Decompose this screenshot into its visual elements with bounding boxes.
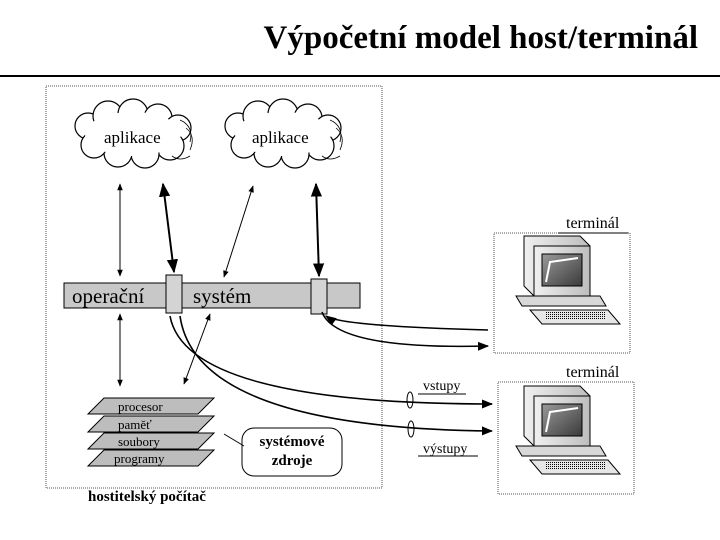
os-port-1 <box>165 274 183 314</box>
arrow-cloud2-port <box>310 182 325 278</box>
application-cloud-2 <box>224 98 343 169</box>
io-marker-out <box>407 420 415 438</box>
terminal-box-2 <box>497 381 635 495</box>
resources-label: systémové zdroje <box>242 433 342 471</box>
page-title: Výpočetní model host/terminál <box>263 20 698 56</box>
title-divider <box>0 75 720 77</box>
arrow-os-layers-b <box>183 313 211 385</box>
layer-label-procesor: procesor <box>118 399 163 414</box>
link-port1-terminal2-in <box>169 315 493 405</box>
host-computer-label: hostitelský počítač <box>88 489 206 505</box>
resources-label-line2: zdroje <box>271 453 313 469</box>
os-label-right: systém <box>193 284 252 308</box>
resources-pointer <box>223 433 245 447</box>
host-computer-box <box>45 85 383 489</box>
layer-label-programy: programy <box>114 451 165 466</box>
terminal-label-2: terminál <box>566 364 620 381</box>
resources-callout <box>241 427 343 477</box>
os-label-left: operační <box>72 284 145 308</box>
link-port2-terminal1-out <box>325 315 489 331</box>
cloud-label-2: aplikace <box>252 128 309 147</box>
os-port-2 <box>310 278 328 315</box>
resource-layers <box>86 397 216 467</box>
terminal-computer-icon-1 <box>515 235 622 325</box>
arrow-cloud2-os <box>223 185 254 278</box>
link-port1-terminal2-out <box>179 315 494 436</box>
layer-programy <box>86 449 216 467</box>
io-marker-in <box>406 391 414 409</box>
layer-label-pamet: paměť <box>118 417 152 432</box>
cloud-label-1: aplikace <box>104 128 161 147</box>
application-cloud-1 <box>74 98 193 169</box>
layer-soubory <box>86 432 216 450</box>
resources-label-line1: systémové <box>259 434 325 450</box>
io-label-out: výstupy <box>423 442 468 457</box>
io-label-in: vstupy <box>423 379 461 394</box>
terminal-computer-icon-2 <box>515 385 622 475</box>
layer-pamet <box>86 415 216 433</box>
layer-label-soubory: soubory <box>118 434 160 449</box>
layer-procesor <box>86 397 216 415</box>
terminal-label-1: terminál <box>566 215 620 232</box>
arrow-cloud1-port <box>159 182 178 274</box>
